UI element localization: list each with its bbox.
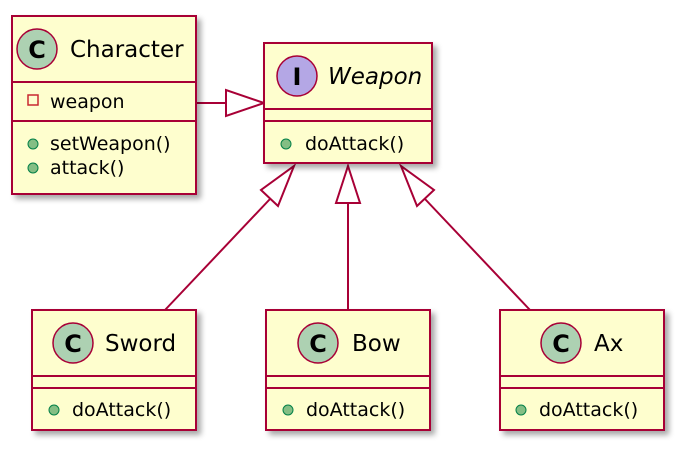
interface-name: Weapon xyxy=(328,64,422,90)
class-name: Bow xyxy=(352,331,401,357)
field-weapon: weapon xyxy=(50,91,125,113)
class-stereotype-letter: C xyxy=(64,330,82,358)
method-doattack: doAttack() xyxy=(539,399,638,421)
class-bow[interactable]: C Bow doAttack() xyxy=(265,309,431,431)
class-ax[interactable]: C Ax doAttack() xyxy=(499,309,665,431)
method-doattack: doAttack() xyxy=(305,133,404,155)
interface-weapon[interactable]: I Weapon doAttack() xyxy=(263,42,433,164)
public-method-icon xyxy=(280,138,292,150)
public-method-icon xyxy=(515,404,527,416)
interface-stereotype-letter: I xyxy=(293,63,302,91)
class-name: Sword xyxy=(105,331,176,357)
ax-weapon-line xyxy=(424,198,531,311)
class-box xyxy=(499,309,665,431)
method-setweapon: setWeapon() xyxy=(50,133,171,155)
class-character[interactable]: C Character weapon setWeapon() attack() xyxy=(11,15,197,195)
class-stereotype-letter: C xyxy=(309,330,327,358)
class-stereotype-icon xyxy=(297,322,339,364)
class-stereotype-letter: C xyxy=(552,330,570,358)
public-method-icon xyxy=(282,404,294,416)
public-method-icon xyxy=(48,404,60,416)
class-name: Character xyxy=(70,37,184,63)
class-stereotype-icon xyxy=(16,28,58,70)
method-doattack: doAttack() xyxy=(72,399,171,421)
class-stereotype-icon xyxy=(52,322,94,364)
private-field-icon xyxy=(27,94,39,106)
ax-weapon-arrowhead xyxy=(398,163,436,208)
sword-weapon-line xyxy=(164,198,271,311)
class-sword[interactable]: C Sword doAttack() xyxy=(31,309,197,431)
public-method-icon xyxy=(27,138,39,150)
class-name: Ax xyxy=(594,331,623,357)
sword-weapon-arrowhead xyxy=(259,163,297,208)
method-doattack: doAttack() xyxy=(306,399,405,421)
character-weapon-arrowhead xyxy=(225,88,268,118)
class-stereotype-letter: C xyxy=(28,36,46,64)
class-stereotype-icon xyxy=(540,322,582,364)
relationship-lines xyxy=(164,88,531,311)
bow-weapon-arrowhead xyxy=(334,162,362,204)
interface-stereotype-icon xyxy=(276,55,318,97)
method-attack: attack() xyxy=(50,157,124,179)
public-method-icon xyxy=(27,162,39,174)
